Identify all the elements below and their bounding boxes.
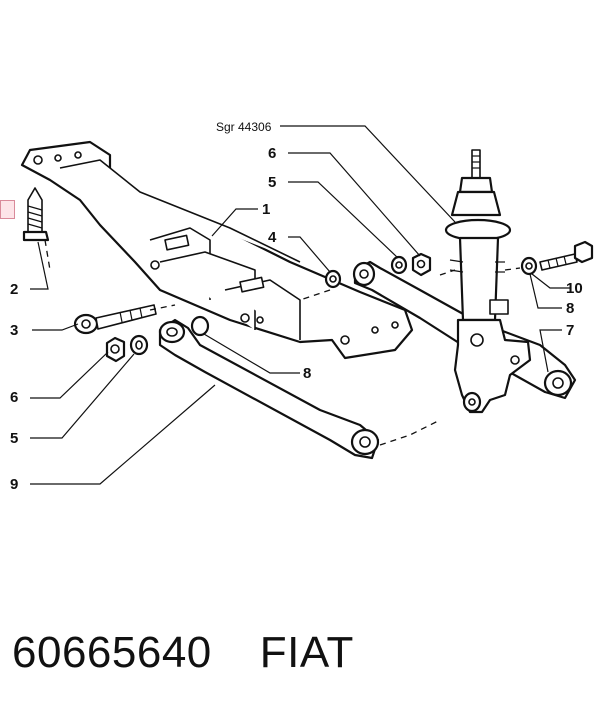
bolt-10 [539, 240, 594, 271]
label-6-left: 6 [10, 389, 18, 406]
part-caption: 60665640 FIAT [12, 628, 354, 678]
washer-8-right [520, 256, 538, 276]
label-7: 7 [566, 322, 574, 339]
nut-6-left [105, 336, 126, 363]
label-8-left: 8 [303, 365, 311, 382]
label-1: 1 [262, 201, 270, 218]
label-8-right: 8 [566, 300, 574, 317]
brand-name: FIAT [259, 628, 354, 677]
label-5-left: 5 [10, 430, 18, 447]
part-number: 60665640 [12, 628, 212, 677]
strut-knuckle [444, 149, 532, 414]
label-9: 9 [10, 476, 18, 493]
label-3: 3 [10, 322, 18, 339]
washer-5-right [390, 255, 408, 275]
label-10: 10 [566, 280, 583, 297]
assembly-lines [44, 239, 521, 446]
label-2: 2 [10, 281, 18, 298]
label-6-top: 6 [268, 145, 276, 162]
label-5-top: 5 [268, 174, 276, 191]
selection-marker [0, 200, 15, 219]
crossmember [20, 140, 414, 360]
part-labels: Sgr 44306 6 5 1 4 2 3 6 5 9 8 10 8 7 [10, 120, 583, 493]
nut-6-right [411, 252, 432, 277]
washer-5-left [129, 334, 149, 356]
label-4: 4 [268, 229, 277, 246]
suspension-diagram: Sgr 44306 6 5 1 4 2 3 6 5 9 8 10 8 7 [10, 120, 594, 493]
leader-lines [30, 125, 570, 485]
washer-4 [324, 269, 342, 289]
bolt-3 [73, 304, 157, 335]
arm-9 [158, 315, 380, 460]
bolt-2 [22, 187, 50, 242]
label-sgr: Sgr 44306 [216, 120, 272, 134]
